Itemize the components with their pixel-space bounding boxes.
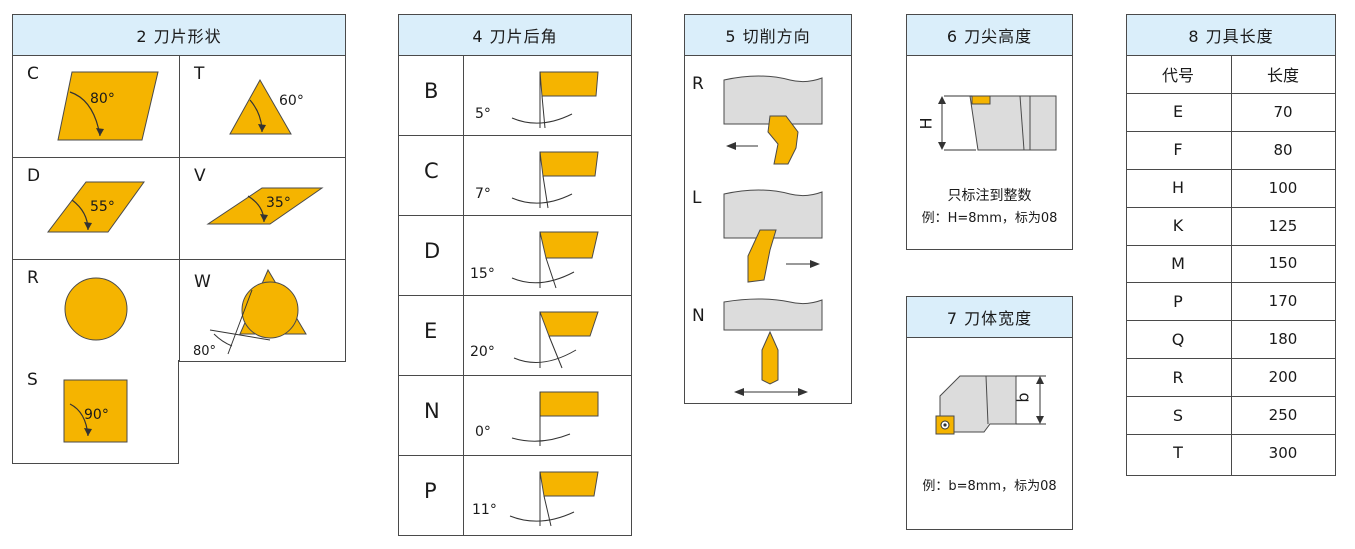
table-row-divider [1126, 244, 1336, 246]
body-width-dim-label: b [1013, 392, 1033, 403]
length-code-cell: K [1172, 216, 1184, 236]
insert-shape-header: 2 刀片形状 [13, 15, 345, 56]
length-value-cell: 150 [1268, 254, 1298, 273]
tool-length-header: 8 刀具长度 [1127, 15, 1335, 56]
table-row-divider [1126, 320, 1336, 322]
rhombus-80-insert [57, 71, 159, 141]
length-code-cell: E [1172, 102, 1184, 122]
tip-height-diagram [938, 95, 1057, 151]
insert-shape-title: 2 刀片形状 [136, 27, 222, 46]
clearance-angle-b: 5° [475, 106, 491, 122]
col-header-length: 长度 [1266, 65, 1299, 85]
tool-length-title: 8 刀具长度 [1188, 27, 1274, 46]
square-insert [63, 379, 128, 443]
body-width-note: 例：b=8mm，标为08 [922, 479, 1057, 494]
col-header-code: 代号 [1161, 65, 1194, 85]
trigon-insert [209, 268, 307, 355]
shape-angle-s: 90° [84, 407, 109, 423]
body-width-diagram [935, 375, 1046, 435]
length-value-cell: 70 [1273, 102, 1293, 121]
tip-height-note-1: 只标注到整数 [947, 188, 1032, 204]
clearance-angle-c: 7° [475, 186, 491, 202]
length-value-cell: 125 [1268, 216, 1298, 235]
shape-code-t: T [194, 64, 205, 84]
triangle-insert [229, 78, 292, 135]
clearance-angle-p: 11° [472, 502, 497, 518]
length-code-cell: H [1171, 178, 1185, 198]
clearance-diagrams [509, 71, 599, 527]
clearance-code-d: D [424, 239, 441, 263]
shape-code-c: C [27, 64, 39, 84]
length-code-cell: M [1171, 253, 1185, 273]
length-code-cell: F [1173, 140, 1183, 160]
length-value-cell: 180 [1268, 330, 1298, 349]
length-value-cell: 250 [1268, 406, 1298, 425]
length-code-cell: S [1172, 405, 1184, 425]
shape-angle-v: 35° [266, 195, 291, 211]
shape-angle-t: 60° [279, 93, 304, 109]
table-row-divider [1126, 92, 1336, 94]
body-width-header: 7 刀体宽度 [907, 297, 1072, 338]
tip-height-header: 6 刀尖高度 [907, 15, 1072, 56]
length-value-cell: 100 [1268, 178, 1298, 197]
clearance-angle-e: 20° [470, 344, 495, 360]
clearance-code-n: N [424, 399, 440, 423]
length-value-cell: 300 [1268, 443, 1298, 462]
clearance-title: 4 刀片后角 [472, 27, 558, 46]
clearance-code-p: P [424, 479, 437, 503]
shape-code-v: V [194, 166, 206, 186]
cutting-direction-title: 5 切削方向 [725, 27, 811, 46]
table-row-divider [1126, 396, 1336, 398]
clearance-header: 4 刀片后角 [399, 15, 631, 56]
cutting-direction-diagrams [723, 75, 823, 396]
shape-angle-c: 80° [90, 91, 115, 107]
direction-code-r: R [692, 74, 704, 94]
tip-height-dim-label: H [916, 117, 936, 130]
shape-angle-w: 80° [193, 344, 217, 359]
clearance-code-e: E [424, 319, 438, 343]
rhombus-55-insert [46, 181, 145, 233]
tip-height-panel: 6 刀尖高度 只标注到整数 例：H=8mm，标为08 [906, 14, 1073, 250]
length-value-cell: 200 [1268, 368, 1298, 387]
table-row-divider [1126, 434, 1336, 435]
shape-code-s: S [27, 370, 38, 390]
cutting-direction-header: 5 切削方向 [685, 15, 851, 56]
length-value-cell: 170 [1268, 292, 1298, 311]
shape-code-d: D [27, 166, 41, 186]
table-row-divider [1126, 358, 1336, 360]
clearance-panel: 4 刀片后角 [398, 14, 632, 536]
direction-code-l: L [692, 188, 702, 208]
table-row-divider [1126, 130, 1336, 132]
table-row-divider [1126, 282, 1336, 284]
table-row-divider [1126, 168, 1336, 170]
clearance-angle-n: 0° [475, 424, 491, 440]
shape-angle-d: 55° [90, 199, 115, 215]
rhombus-35-insert [206, 187, 324, 225]
tip-height-title: 6 刀尖高度 [946, 27, 1033, 46]
length-code-cell: Q [1171, 329, 1185, 349]
body-width-title: 7 刀体宽度 [946, 309, 1033, 328]
shape-code-w: W [194, 272, 211, 292]
length-code-cell: R [1172, 367, 1184, 387]
direction-code-n: N [692, 306, 705, 326]
round-insert [64, 277, 128, 341]
clearance-code-b: B [424, 79, 439, 103]
length-code-cell: P [1173, 291, 1183, 311]
clearance-angle-d: 15° [470, 266, 495, 282]
length-code-cell: T [1173, 443, 1183, 463]
table-row-divider [1126, 206, 1336, 208]
length-value-cell: 80 [1273, 140, 1293, 159]
tip-height-note-2: 例：H=8mm，标为08 [921, 211, 1058, 226]
clearance-code-c: C [424, 159, 439, 183]
shape-code-r: R [27, 268, 39, 288]
